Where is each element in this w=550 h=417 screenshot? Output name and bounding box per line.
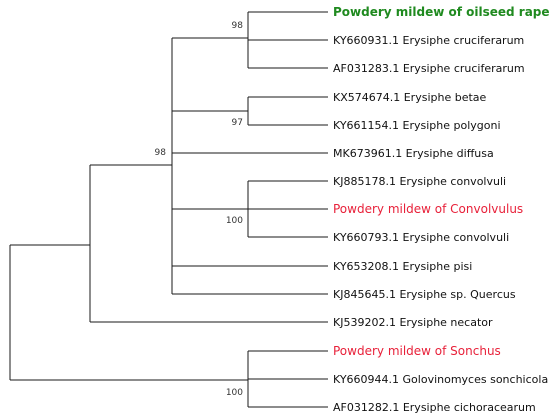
leaf-label: KY653208.1 Erysiphe pisi [333, 260, 472, 273]
leaf-label: KY660931.1 Erysiphe cruciferarum [333, 34, 524, 47]
leaf-label: KY661154.1 Erysiphe polygoni [333, 119, 501, 132]
leaf-label: AF031283.1 Erysiphe cruciferarum [333, 62, 525, 75]
leaf-label: KJ885178.1 Erysiphe convolvuli [333, 175, 506, 188]
leaf-label: KJ845645.1 Erysiphe sp. Quercus [333, 288, 516, 301]
leaf-label-sonchus: Powdery mildew of Sonchus [333, 344, 501, 358]
tree-branches [9, 11, 328, 408]
leaf-labels: Powdery mildew of oilseed rape KY660931.… [333, 5, 550, 414]
leaf-label: KX574674.1 Erysiphe betae [333, 91, 487, 104]
support-value-sonchus: 100 [226, 388, 243, 398]
leaf-label-convolvulus: Powdery mildew of Convolvulus [333, 202, 523, 216]
support-value-main-clade: 98 [155, 148, 167, 158]
support-value-betae: 97 [232, 118, 243, 128]
leaf-label: KY660793.1 Erysiphe convolvuli [333, 231, 509, 244]
support-value-convolvuli: 100 [226, 216, 243, 226]
leaf-label: MK673961.1 Erysiphe diffusa [333, 147, 494, 160]
support-values: 98 97 98 100 100 [155, 21, 244, 398]
leaf-label: AF031282.1 Erysiphe cichoracearum [333, 401, 536, 414]
leaf-label: KY660944.1 Golovinomyces sonchicola [333, 373, 548, 386]
leaf-label-oilseed-rape: Powdery mildew of oilseed rape [333, 5, 550, 19]
leaf-label: KJ539202.1 Erysiphe necator [333, 316, 493, 329]
support-value-cruciferarum: 98 [232, 21, 244, 31]
